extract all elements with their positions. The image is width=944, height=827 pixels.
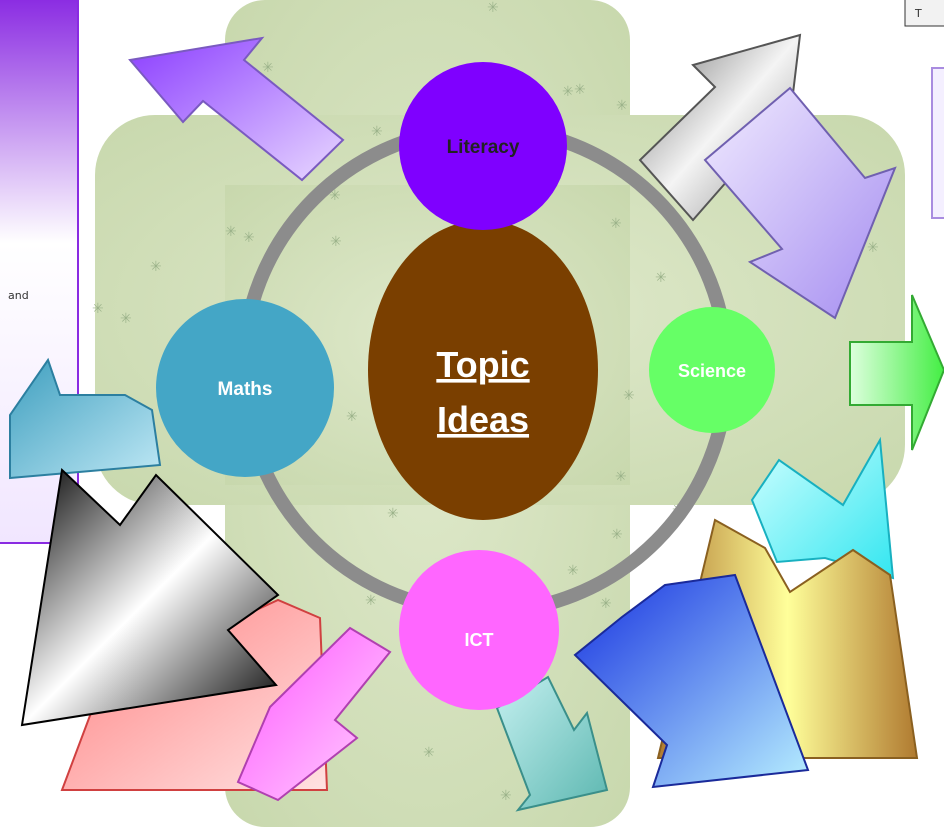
node-science[interactable]: Science	[649, 307, 775, 433]
sparkle-icon: ✳	[387, 506, 399, 522]
sparkle-icon: ✳	[150, 259, 162, 275]
sparkle-icon: ✳	[329, 188, 341, 204]
sparkle-icon: ✳	[611, 527, 623, 543]
sparkle-icon: ✳	[500, 788, 512, 804]
center-topic-node[interactable]: Topic Ideas	[368, 220, 598, 520]
sparkle-icon: ✳	[225, 224, 237, 240]
science-circle	[649, 307, 775, 433]
sparkle-icon: ✳	[615, 469, 627, 485]
sparkle-icon: ✳	[262, 60, 274, 76]
arrow-blue	[573, 573, 810, 789]
arrow-magenta	[236, 626, 392, 802]
left-panel-fragment-text: and	[8, 289, 29, 302]
sparkle-icon: ✳	[567, 563, 579, 579]
sparkle-icon: ✳	[120, 311, 132, 327]
top-right-panel-fragment-text: T	[914, 7, 922, 20]
sparkle-icon: ✳	[371, 124, 383, 140]
center-title-line1: Topic	[436, 344, 529, 385]
sparkle-icon: ✳	[562, 84, 574, 100]
sparkle-icon: ✳	[487, 0, 499, 16]
sparkle-icon: ✳	[365, 593, 377, 609]
arrow-right-cyan	[750, 436, 895, 580]
sparkle-icon: ✳	[574, 82, 586, 98]
maths-circle	[156, 299, 334, 477]
sparkle-icon: ✳	[330, 234, 342, 250]
literacy-circle	[399, 62, 567, 230]
sparkle-icon: ✳	[867, 240, 879, 256]
sparkle-icon: ✳	[346, 409, 358, 425]
top-right-panel	[904, 0, 944, 27]
center-ellipse	[368, 220, 598, 520]
sparkle-icon: ✳	[610, 216, 622, 232]
node-literacy[interactable]: Literacy	[399, 62, 567, 230]
ict-label: ICT	[465, 630, 494, 650]
arrow-top-left-purple	[128, 36, 345, 182]
ict-circle	[399, 550, 559, 710]
right-side-box	[931, 67, 944, 219]
literacy-label: Literacy	[447, 137, 520, 158]
science-label: Science	[678, 361, 746, 381]
sparkle-icon: ✳	[600, 596, 612, 612]
arrow-right-green	[849, 294, 944, 451]
node-maths[interactable]: Maths	[156, 299, 334, 477]
arrow-maths-teal	[9, 357, 162, 480]
arrow-teal	[495, 675, 609, 812]
sparkle-icon: ✳	[623, 388, 635, 404]
sparkle-icon: ✳	[423, 745, 435, 761]
sparkle-icon: ✳	[655, 270, 667, 286]
center-title-line2: Ideas	[437, 399, 529, 440]
sparkle-icon: ✳	[616, 98, 628, 114]
arrow-black	[20, 467, 280, 727]
node-ict[interactable]: ICT	[399, 550, 559, 710]
maths-label: Maths	[218, 379, 273, 400]
sparkle-icon: ✳	[243, 230, 255, 246]
sparkle-icon: ✳	[92, 301, 104, 317]
arrow-right-lilac	[703, 86, 897, 320]
